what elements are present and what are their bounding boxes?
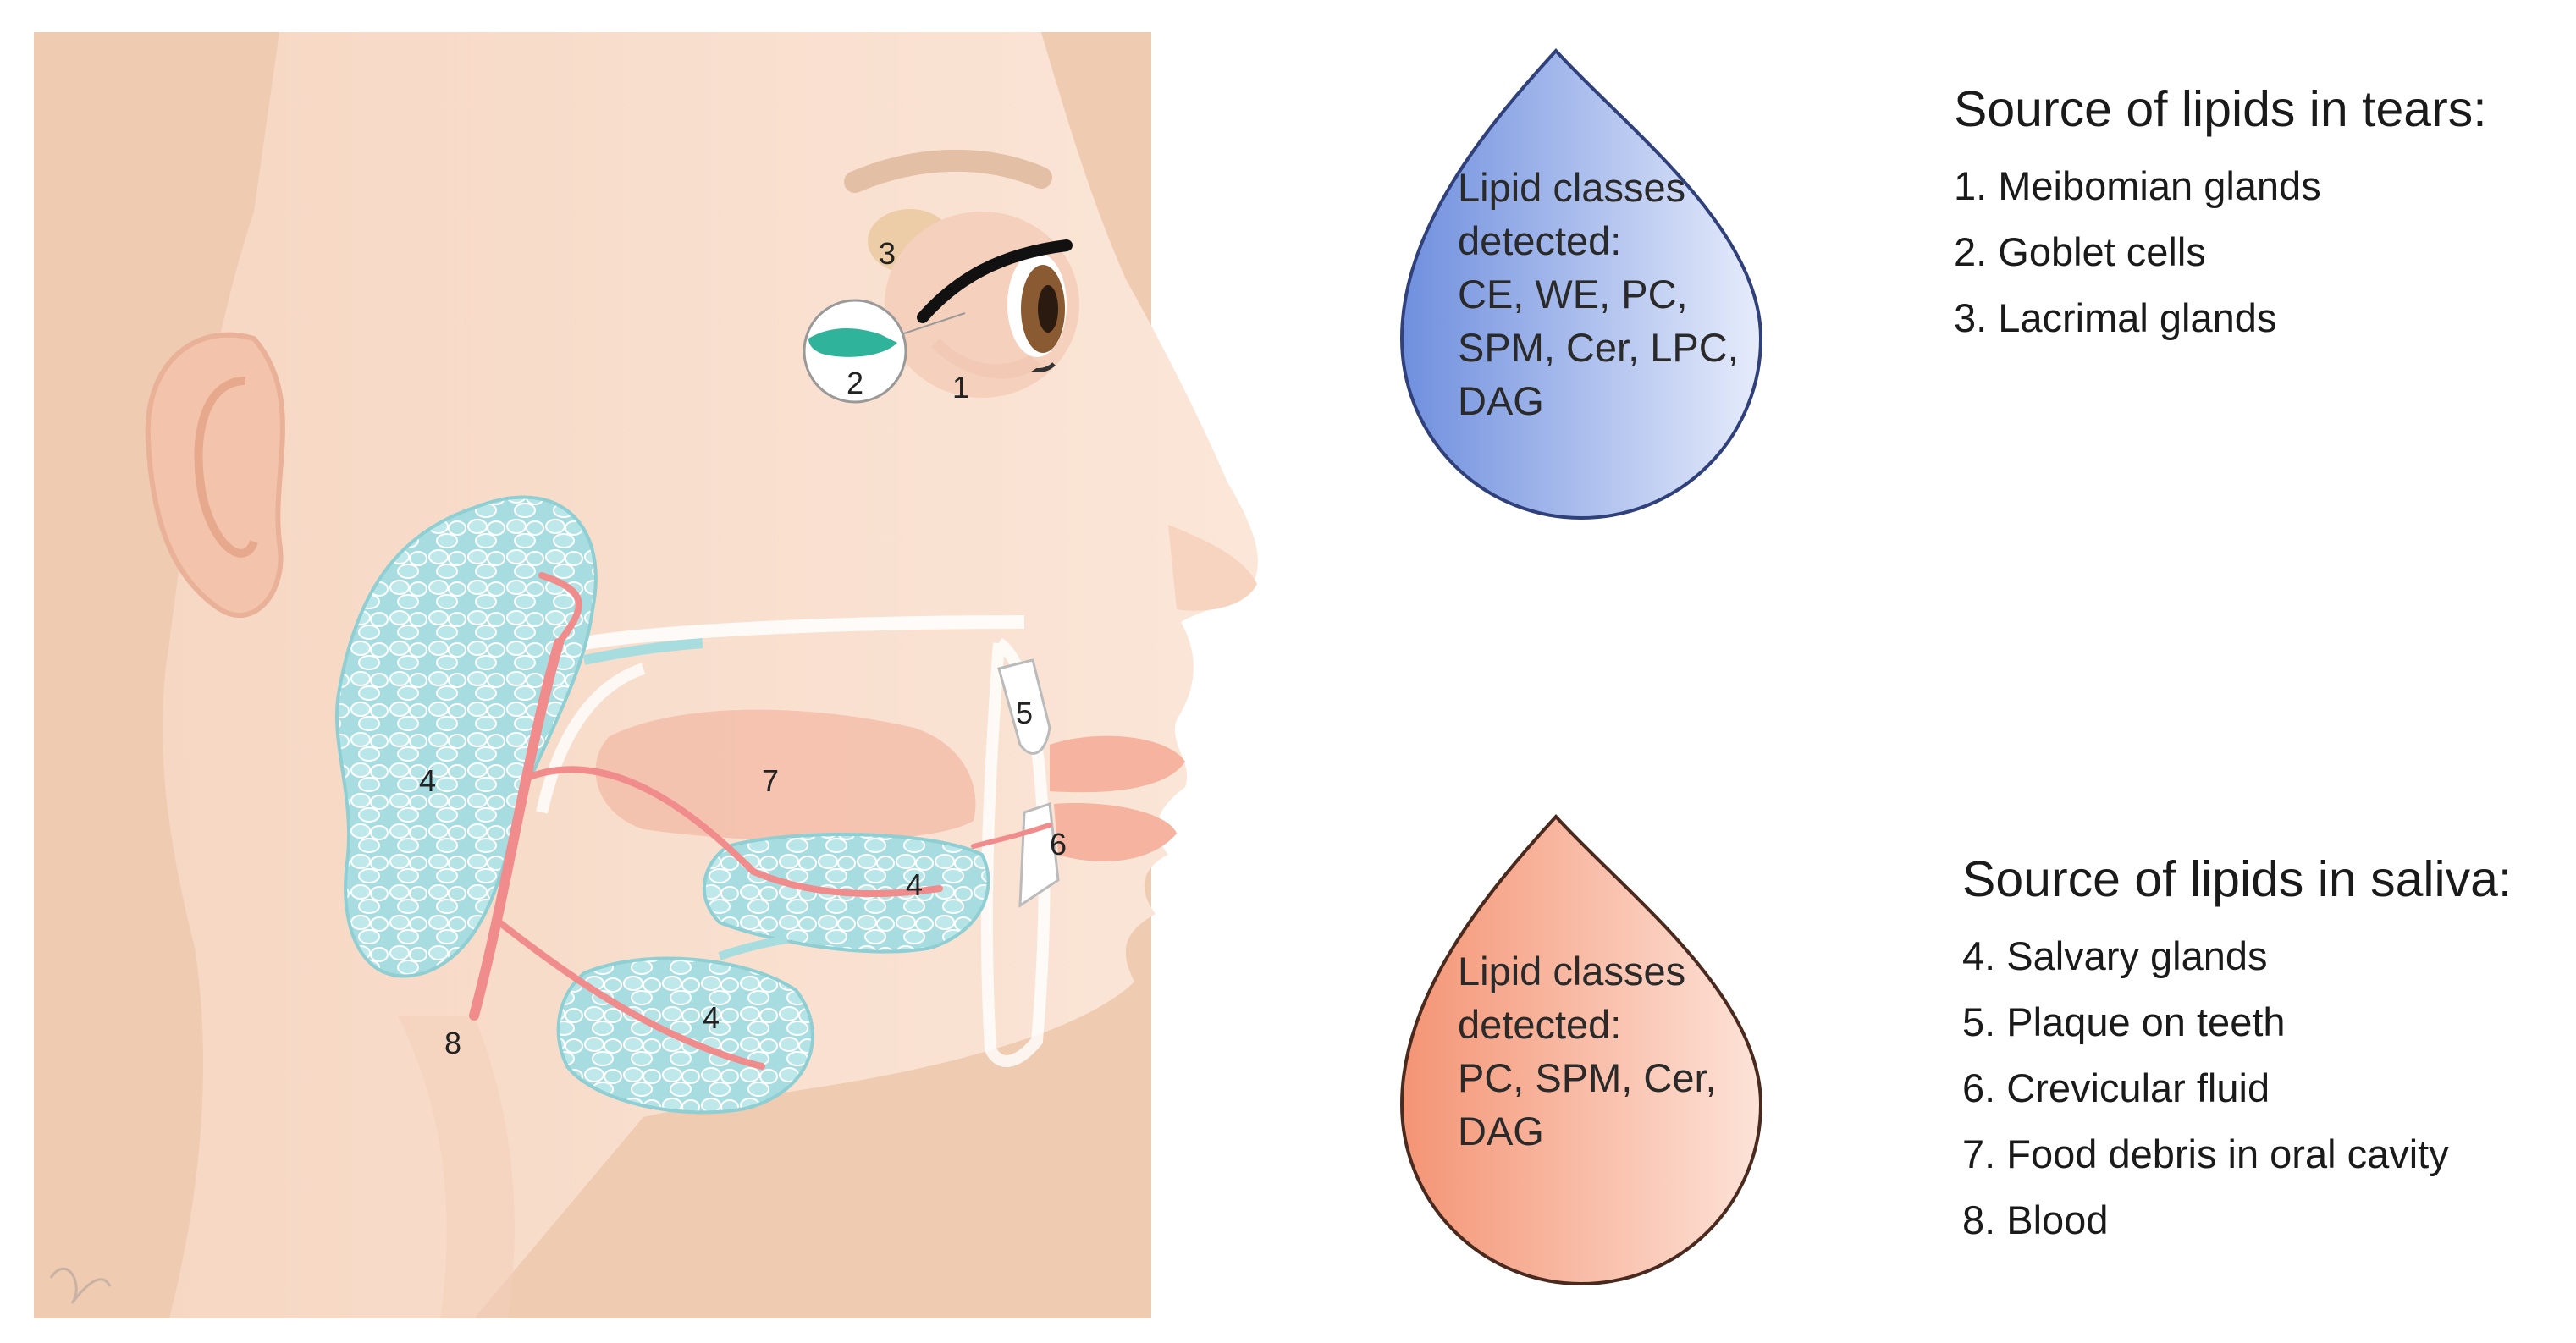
tongue	[595, 709, 976, 841]
label-oral-cavity: 7	[762, 763, 779, 798]
tear-lipid-line: CE, WE, PC,	[1458, 272, 1688, 316]
blood-vessel-main	[469, 638, 564, 1021]
label-lacrimal: 3	[879, 236, 896, 271]
jaw-outline	[536, 663, 646, 814]
label-blood: 8	[444, 1026, 461, 1060]
magnifier-pointer	[901, 312, 966, 335]
upper-eyelashes	[917, 239, 1073, 323]
neck-shading	[398, 1016, 515, 1318]
list-item: 1. Meibomian glands	[1954, 163, 2321, 208]
label-parotid: 4	[419, 763, 436, 798]
blood-vessel-lip	[971, 823, 1052, 849]
goblet-cell	[808, 328, 897, 357]
list-item: 4. Salvary glands	[1962, 933, 2268, 978]
meibomian-gland	[931, 339, 1041, 379]
list-item: 8. Blood	[1962, 1197, 2109, 1242]
label-goblet: 2	[847, 366, 863, 400]
saliva-source-list: 4. Salvary glands 5. Plaque on teeth 6. …	[1962, 923, 2512, 1253]
head-anatomy-illustration: 1 2 3 4 4 4 5 6 7 8	[34, 32, 1258, 1318]
tears-source-list: 1. Meibomian glands 2. Goblet cells 3. L…	[1954, 153, 2487, 351]
upper-lip	[1050, 735, 1185, 793]
list-item: 5. Plaque on teeth	[1962, 999, 2286, 1044]
palate	[582, 615, 1025, 650]
saliva-panel-title: Source of lipids in saliva:	[1962, 851, 2513, 907]
tear-lipid-line: DAG	[1458, 378, 1544, 423]
salivary-duct-lower	[718, 935, 788, 960]
list-item: 6. Crevicular fluid	[1962, 1065, 2270, 1110]
tear-lipid-line: SPM, Cer, LPC,	[1458, 325, 1739, 370]
saliva-droplet-shape	[1399, 814, 1763, 1285]
tear-lipid-line: detected:	[1458, 218, 1622, 263]
sublingual-gland	[556, 956, 814, 1115]
label-sublingual: 4	[703, 1000, 720, 1035]
eyebrow	[844, 149, 1052, 193]
artist-signature	[49, 1267, 112, 1304]
nose	[1168, 525, 1257, 611]
saliva-source-panel: Source of lipids in saliva: 4. Salvary g…	[1962, 850, 2512, 1253]
saliva-lipid-line: detected:	[1458, 1002, 1622, 1047]
tear-lipid-classes: Lipid classes detected: CE, WE, PC, SPM,…	[1458, 161, 1739, 427]
tear-droplet-shape	[1399, 48, 1763, 520]
saliva-lipid-line: DAG	[1458, 1109, 1544, 1153]
tears-source-panel: Source of lipids in tears: 1. Meibomian …	[1954, 80, 2487, 351]
tear-lipid-line: Lipid classes	[1458, 165, 1686, 210]
salivary-duct	[582, 638, 703, 665]
upper-tooth	[997, 658, 1051, 755]
saliva-lipid-classes: Lipid classes detected: PC, SPM, Cer, DA…	[1458, 944, 1717, 1158]
blood-vessel-upper	[538, 572, 582, 647]
label-crevicular: 6	[1050, 827, 1067, 861]
blood-vessel-branch-1	[521, 766, 943, 897]
parotid-gland	[334, 495, 598, 978]
saliva-lipid-line: Lipid classes	[1458, 949, 1686, 993]
label-meibomian: 1	[952, 370, 969, 405]
label-submandibular: 4	[906, 867, 923, 902]
ear-inner	[194, 377, 258, 558]
lower-lip	[1054, 803, 1177, 861]
blood-vessel-branch-2	[496, 919, 765, 1070]
pupil	[1038, 285, 1058, 333]
label-teeth-upper: 5	[1016, 696, 1033, 730]
list-item: 2. Goblet cells	[1954, 229, 2206, 274]
tears-panel-title: Source of lipids in tears:	[1954, 81, 2487, 137]
saliva-lipid-line: PC, SPM, Cer,	[1458, 1055, 1717, 1100]
list-item: 3. Lacrimal glands	[1954, 295, 2277, 340]
list-item: 7. Food debris in oral cavity	[1962, 1131, 2449, 1176]
